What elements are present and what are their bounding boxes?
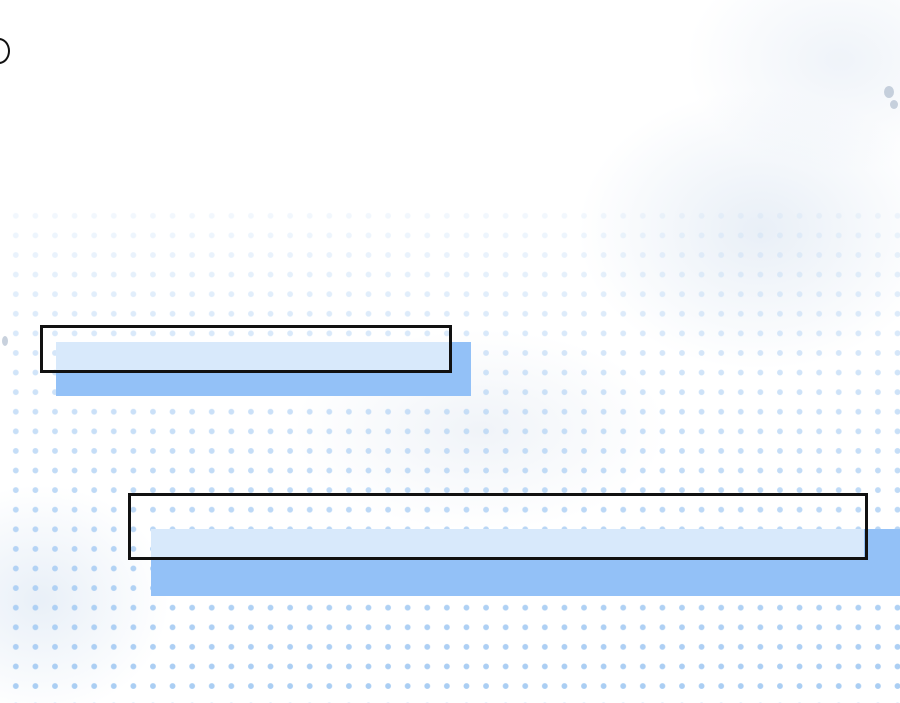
caption-box-2-frame: [128, 493, 868, 560]
caption-box-1-highlight: [56, 342, 449, 370]
ink-speck: [2, 336, 8, 346]
halftone-dot-pattern: [0, 200, 900, 703]
ink-speck: [884, 86, 894, 98]
caption-box-1-frame: [40, 325, 452, 373]
ink-speck: [890, 100, 898, 109]
caption-box-2-highlight: [151, 529, 864, 557]
